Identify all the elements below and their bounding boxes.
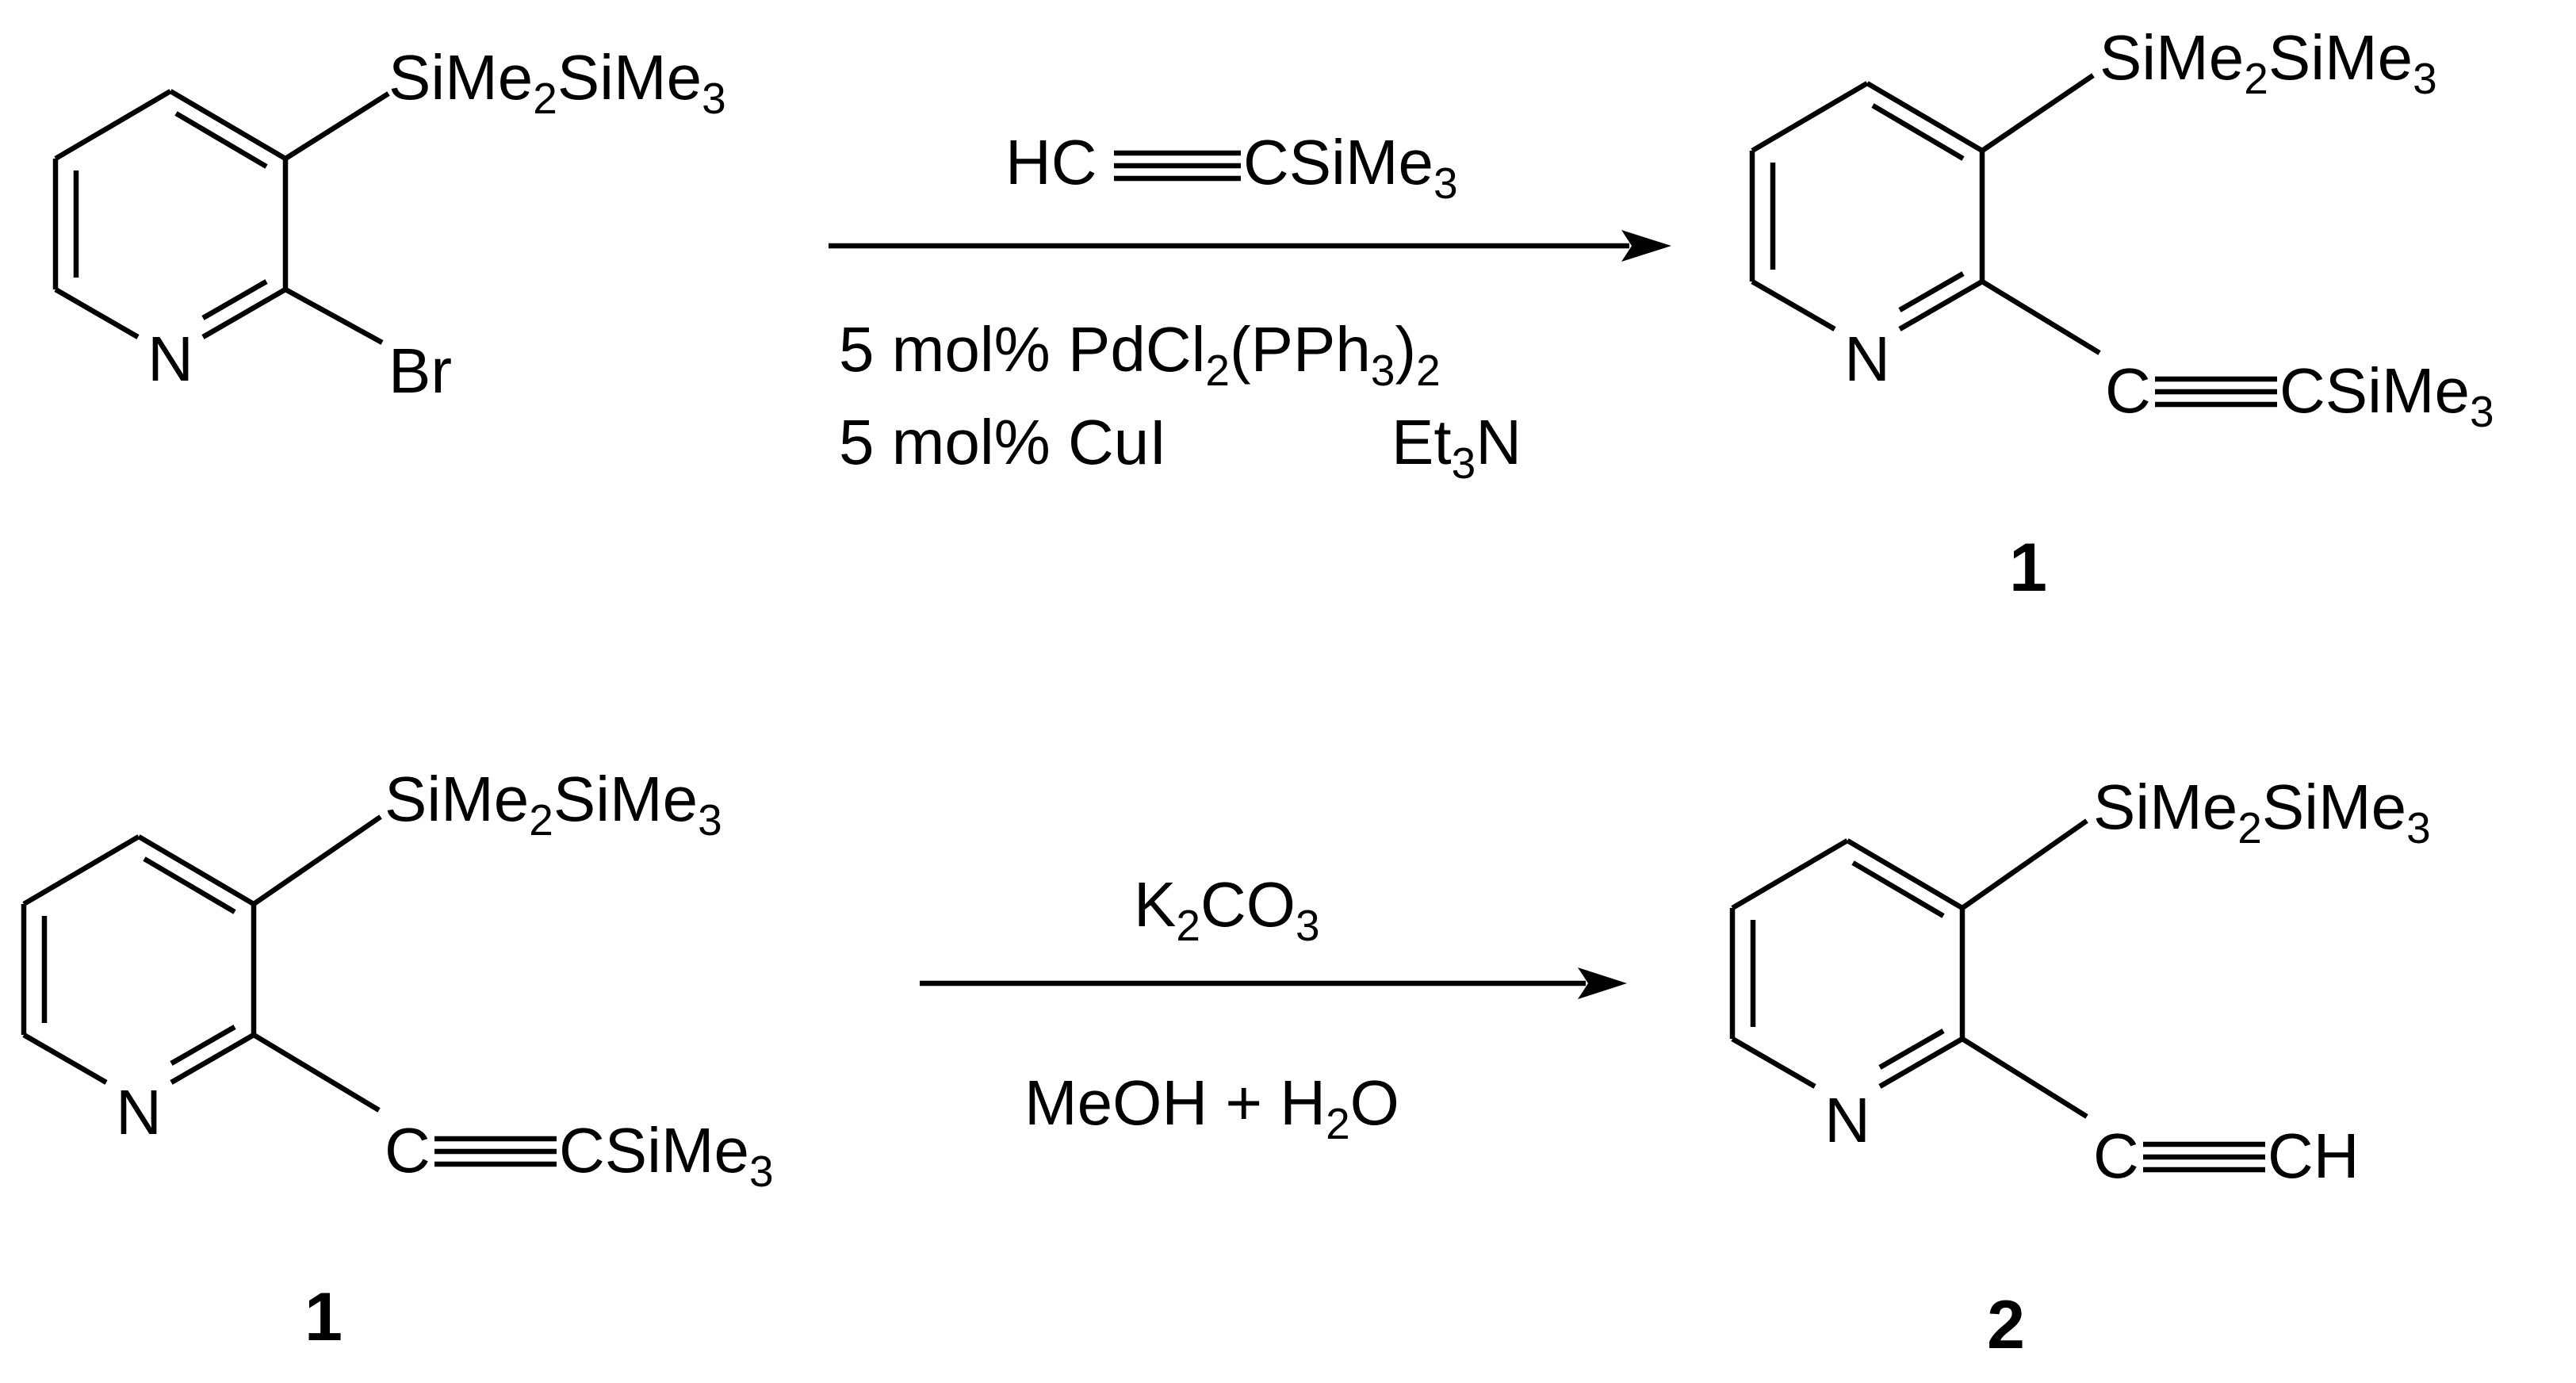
disilanyl-group: SiMe2SiMe3 <box>389 42 726 123</box>
si-bond <box>252 814 382 906</box>
bromo-group: Br <box>389 335 452 406</box>
ring-inner-bond <box>201 279 268 320</box>
disilanyl-group: SiMe2SiMe3 <box>385 764 722 845</box>
reagent-potassium-carbonate: K2CO3 <box>1134 869 1320 950</box>
reactant-compound-1: N SiMe2SiMe3 C CSiMe3 1 <box>21 764 774 1355</box>
arrow-head <box>1578 967 1627 999</box>
ring-bond <box>1898 279 1984 331</box>
ring-inner-bond <box>170 1025 236 1066</box>
ring-nitrogen: N <box>147 324 193 394</box>
ring-inner-bond <box>143 856 236 914</box>
reaction-arrow-1 <box>829 230 1671 262</box>
compound-number-1: 1 <box>2009 530 2047 606</box>
ring-bond <box>54 89 172 161</box>
pyridine-ring <box>1729 838 1965 1089</box>
alkyne-carbon: C <box>385 1115 431 1186</box>
disilanyl-group: SiMe2SiMe3 <box>2099 22 2437 103</box>
alkyne-tms-group: CSiMe3 <box>2279 355 2494 436</box>
ring-nitrogen: N <box>116 1077 162 1147</box>
br-bond <box>284 287 384 345</box>
product-compound-1: N SiMe2SiMe3 C CSiMe3 1 <box>1749 22 2494 606</box>
pyridine-ring <box>1749 81 1985 331</box>
pyridine-ring <box>52 89 289 339</box>
reagent-hc: HC <box>1005 127 1097 197</box>
ring-bond <box>1846 838 1964 910</box>
catalyst-palladium: 5 mol% PdCl2(PPh3)2 <box>839 314 1441 395</box>
ring-bond <box>22 834 140 906</box>
reaction-arrow-2 <box>920 967 1627 999</box>
ring-inner-bond <box>1851 860 1945 918</box>
reagent-csime3: CSiMe3 <box>1243 127 1458 208</box>
reactant-bromopyridine: N SiMe2SiMe3 Br <box>52 42 726 406</box>
ring-inner-bond <box>1878 1029 1945 1070</box>
base-triethylamine: Et3N <box>1391 407 1521 488</box>
ring-bond <box>169 89 287 161</box>
ring-bond <box>1751 279 1836 331</box>
pyridine-ring <box>21 834 257 1085</box>
solvent-methanol-water: MeOH + H2O <box>1024 1067 1399 1148</box>
compound-number-2: 2 <box>1987 1287 2025 1363</box>
ring-inner-bond <box>1871 103 1965 161</box>
ring-inner-bond <box>1898 271 1965 312</box>
ring-nitrogen: N <box>1824 1085 1870 1155</box>
ring-bond <box>1731 1036 1816 1089</box>
reaction-1: N SiMe2SiMe3 Br HC CSiMe3 5 mol% PdCl2(P… <box>52 22 2494 606</box>
si-bond <box>1981 73 2095 153</box>
product-compound-2: N SiMe2SiMe3 C CH 2 <box>1729 772 2431 1363</box>
alkynyl-bond <box>1961 1036 2088 1119</box>
si-bond <box>1961 818 2088 910</box>
reagent-tms-acetylene: HC CSiMe3 <box>1005 127 1458 208</box>
ring-nitrogen: N <box>1844 324 1890 394</box>
ring-bond <box>1751 81 1869 153</box>
ring-bond <box>201 287 287 339</box>
ring-bond <box>22 1032 108 1085</box>
ring-inner-bond <box>174 111 268 169</box>
arrow-head <box>1621 230 1671 262</box>
catalyst-copper: 5 mol% CuI <box>839 407 1166 477</box>
reaction-2: N SiMe2SiMe3 C CSiMe3 1 K2CO3 MeOH + H2O <box>21 764 2431 1363</box>
alkynyl-bond <box>1981 279 2101 355</box>
ring-bond <box>137 834 255 906</box>
alkyne-carbon: C <box>2093 1121 2139 1191</box>
ring-bond <box>1878 1036 1964 1089</box>
alkyne-carbon: C <box>2105 355 2151 426</box>
si-bond <box>284 91 390 161</box>
ring-bond <box>54 287 140 339</box>
alkynyl-bond <box>252 1032 381 1113</box>
ring-bond <box>1866 81 1984 153</box>
ring-bond <box>170 1032 255 1085</box>
alkyne-tms-group: CSiMe3 <box>559 1115 774 1196</box>
compound-number-1: 1 <box>304 1279 343 1355</box>
ring-bond <box>1731 838 1849 910</box>
disilanyl-group: SiMe2SiMe3 <box>2093 772 2431 852</box>
terminal-alkyne-ch: CH <box>2268 1121 2360 1191</box>
